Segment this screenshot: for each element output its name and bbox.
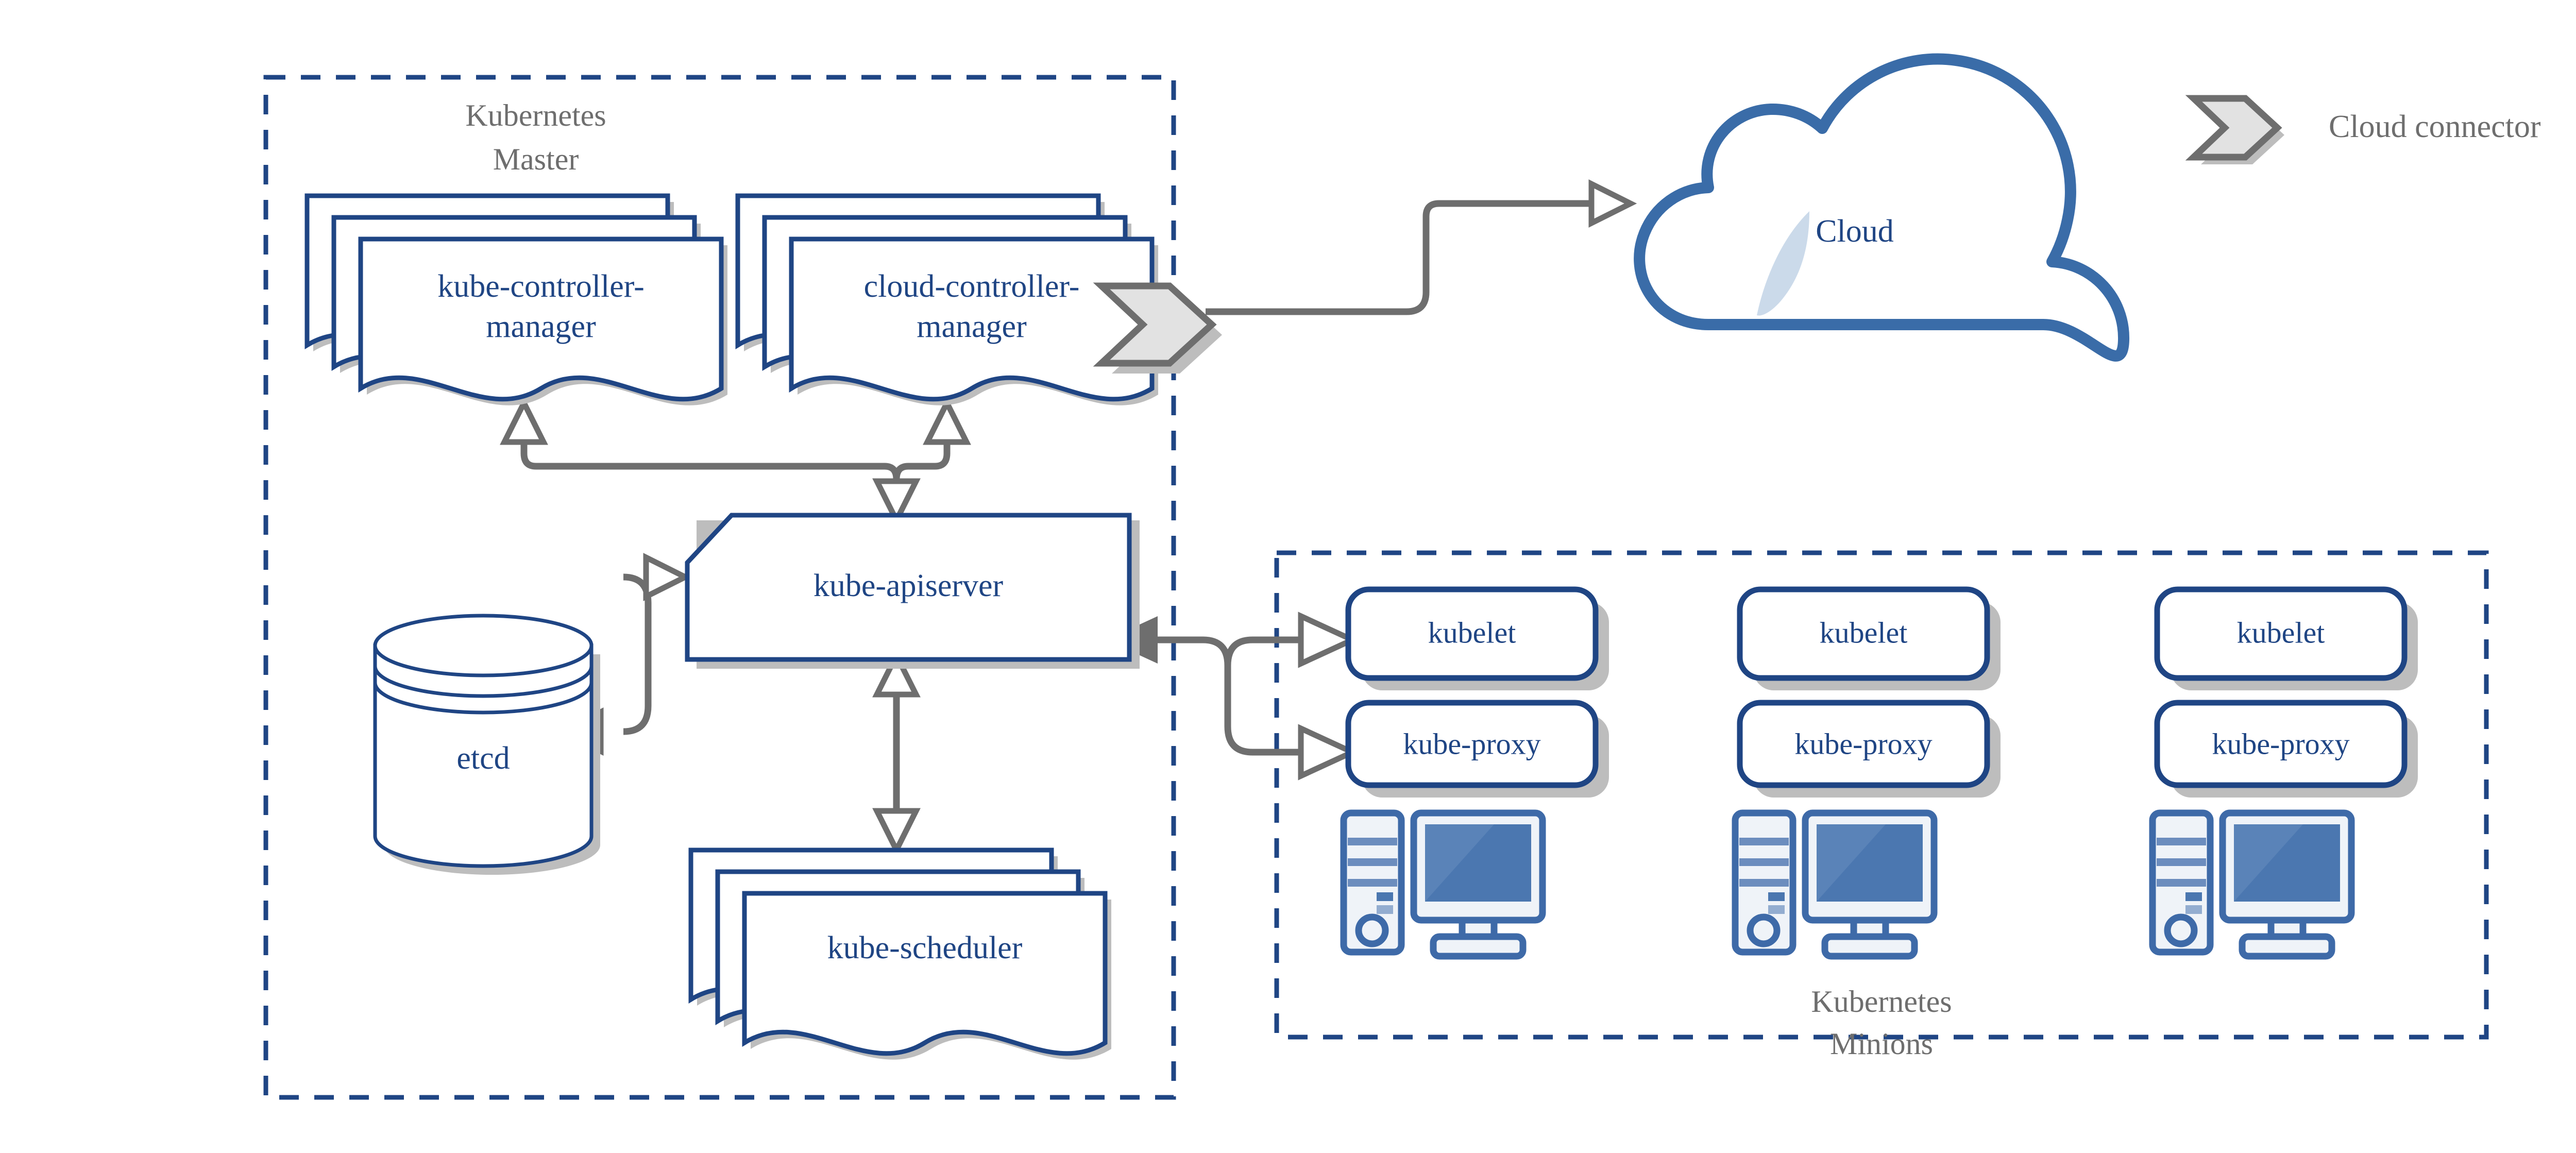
minion-2-kube-proxy-label: kube-proxy bbox=[1794, 727, 1932, 760]
node-cloud[interactable]: Cloud bbox=[1634, 53, 2130, 362]
kube-apiserver-label: kube-apiserver bbox=[814, 568, 1004, 603]
minion-1-kubelet-box[interactable] bbox=[1345, 586, 1599, 681]
kubernetes-minions-group-box bbox=[1274, 550, 2489, 1040]
kube-apiserver-box bbox=[685, 513, 1132, 662]
etcd-label: etcd bbox=[456, 741, 510, 776]
minion-3-computer-icon bbox=[2149, 809, 2355, 960]
kube-controller-manager-label-line2: manager bbox=[486, 309, 596, 344]
arrowhead-right-apiserver-left bbox=[643, 553, 692, 601]
node-kube-controller-manager[interactable]: kube-controller- manager bbox=[304, 193, 727, 405]
minion-3-kubelet-box[interactable] bbox=[2154, 586, 2408, 681]
connector-cloud-controller-to-cloud bbox=[1206, 179, 1637, 315]
arrowhead-down-kube-scheduler bbox=[872, 808, 921, 857]
minion-2-computer-icon bbox=[1732, 809, 1938, 960]
node-cloud-controller-manager[interactable]: cloud-controller- manager bbox=[735, 193, 1158, 405]
arrowhead-right-kube-proxy-1 bbox=[1298, 724, 1360, 781]
etcd-top-ellipse bbox=[373, 614, 594, 677]
kubernetes-minions-label-line1: Kubernetes bbox=[1811, 985, 1952, 1019]
cloud-label: Cloud bbox=[1816, 214, 1894, 249]
cloud-controller-manager-label-line2: manager bbox=[917, 309, 1027, 344]
arrowhead-down-apiserver-top bbox=[872, 478, 921, 527]
connector-apiserver-to-controllers bbox=[500, 396, 971, 527]
legend-cloud-connector-label: Cloud connector bbox=[2329, 109, 2541, 144]
kube-scheduler-label: kube-scheduler bbox=[827, 930, 1023, 965]
kubernetes-master-group-box bbox=[263, 75, 1176, 1100]
node-etcd[interactable]: etcd bbox=[373, 614, 600, 875]
minion-node-3[interactable]: kubelet kube-proxy bbox=[2149, 586, 2418, 960]
node-kube-scheduler[interactable]: kube-scheduler bbox=[688, 847, 1111, 1060]
kubernetes-minions-label-line2: Minions bbox=[1830, 1027, 1933, 1061]
minion-3-kube-proxy-label: kube-proxy bbox=[2212, 727, 2349, 760]
legend-cloud-connector: Cloud connector bbox=[2185, 95, 2541, 164]
kubernetes-master-label-line1: Kubernetes bbox=[465, 98, 606, 132]
minion-3-kube-proxy-box[interactable] bbox=[2154, 700, 2408, 788]
cloud-controller-manager-front-sheet bbox=[789, 236, 1155, 402]
node-kube-apiserver[interactable]: kube-apiserver bbox=[685, 513, 1140, 669]
minion-1-kube-proxy-box[interactable] bbox=[1345, 700, 1599, 788]
minion-1-kubelet-label: kubelet bbox=[1428, 616, 1516, 649]
kubernetes-master-label-line2: Master bbox=[493, 142, 579, 176]
cloud-highlight-left bbox=[1757, 211, 1809, 316]
arrowhead-right-kubelet-1 bbox=[1298, 612, 1360, 668]
arrowhead-up-kube-controller-manager bbox=[500, 396, 548, 445]
connector-apiserver-minion bbox=[1106, 612, 1360, 781]
cloud-connector-icon[interactable] bbox=[1093, 282, 1222, 374]
minion-2-kube-proxy-box[interactable] bbox=[1737, 700, 1990, 788]
legend-cloud-connector-icon bbox=[2185, 95, 2282, 161]
arrowhead-right-cloud bbox=[1588, 179, 1637, 228]
connector-apiserver-scheduler bbox=[872, 649, 921, 857]
minion-node-1[interactable]: kubelet kube-proxy bbox=[1340, 586, 1609, 960]
kube-scheduler-front-sheet bbox=[742, 891, 1108, 1056]
cloud-outline bbox=[1634, 53, 2130, 362]
minion-2-kubelet-label: kubelet bbox=[1820, 616, 1908, 649]
minion-3-kubelet-label: kubelet bbox=[2237, 616, 2325, 649]
cloud-controller-manager-label-line1: cloud-controller- bbox=[864, 269, 1080, 304]
kube-controller-manager-front-sheet bbox=[358, 236, 724, 402]
minion-1-kube-proxy-label: kube-proxy bbox=[1403, 727, 1540, 760]
arrowhead-up-apiserver-bottom bbox=[872, 649, 921, 698]
minion-node-2[interactable]: kubelet kube-proxy bbox=[1732, 586, 2001, 960]
minion-1-computer-icon bbox=[1340, 809, 1546, 960]
minion-2-kubelet-box[interactable] bbox=[1737, 586, 1990, 681]
arrowhead-up-cloud-controller-manager bbox=[923, 396, 971, 445]
kube-controller-manager-label-line1: kube-controller- bbox=[437, 269, 645, 304]
